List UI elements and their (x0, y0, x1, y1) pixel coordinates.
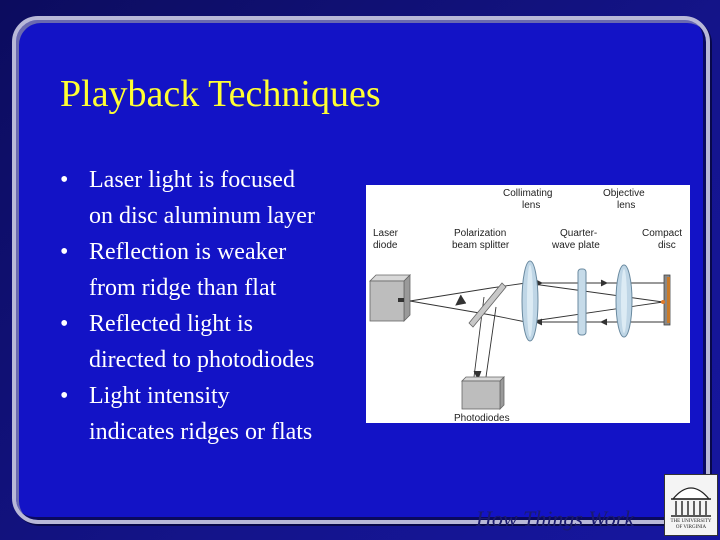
bullet-list: • Laser light is focused on disc aluminu… (60, 162, 360, 450)
label-quarter-line1: Quarter- (560, 228, 597, 239)
bullet-text-line: indicates ridges or flats (89, 419, 313, 445)
bullet-glyph: • (60, 383, 69, 409)
label-compact-line2: disc (658, 240, 676, 251)
bullet-text-line: directed to photodiodes (89, 347, 315, 373)
optics-diagram-svg: Collimating lens Objective lens Laser di… (369, 188, 682, 423)
logo-text-line: OF VIRGINIA (675, 525, 707, 530)
photodiodes-block (461, 376, 505, 410)
bullet-text-line: from ridge than flat (89, 275, 277, 301)
bullet-glyph: • (60, 239, 69, 265)
bullet-item: • Reflected light is directed to photodi… (60, 306, 360, 378)
label-polarization-line1: Polarization (454, 228, 506, 239)
label-collimating-line1: Collimating (503, 188, 552, 199)
bullet-text-line: Reflection is weaker (89, 239, 287, 265)
beam-splitter (468, 282, 507, 328)
label-laser-line2: diode (373, 240, 398, 251)
footer-brand: How Things Work (476, 506, 635, 531)
label-quarter-line2: wave plate (551, 240, 600, 251)
bullet-text-line: Light intensity (89, 383, 230, 409)
label-photodiodes: Photodiodes (454, 413, 510, 423)
label-collimating-line2: lens (522, 200, 540, 211)
collimating-lens (521, 260, 539, 342)
label-laser-line1: Laser (373, 228, 399, 239)
rotunda-icon (671, 487, 711, 517)
bullet-text-line: Reflected light is (89, 311, 253, 337)
objective-lens (615, 264, 633, 338)
logo-text-line: THE UNIVERSITY (670, 519, 712, 524)
optics-diagram: Collimating lens Objective lens Laser di… (366, 185, 690, 423)
laser-diode (369, 274, 411, 322)
bullet-text-line: on disc aluminum layer (89, 203, 315, 229)
compact-disc (661, 274, 671, 326)
bullet-glyph: • (60, 167, 69, 193)
slide-title: Playback Techniques (60, 73, 381, 115)
bullet-glyph: • (60, 311, 69, 337)
label-compact-line1: Compact (642, 228, 682, 239)
label-objective-line2: lens (617, 200, 635, 211)
university-logo: THE UNIVERSITY OF VIRGINIA (664, 474, 718, 536)
bullet-text-line: Laser light is focused (89, 167, 295, 193)
logo-caption: THE UNIVERSITY OF VIRGINIA (667, 519, 715, 531)
quarter-wave-plate (577, 268, 587, 336)
label-polarization-line2: beam splitter (452, 240, 510, 251)
bullet-item: • Light intensity indicates ridges or fl… (60, 378, 360, 450)
bullet-item: • Reflection is weaker from ridge than f… (60, 234, 360, 306)
bullet-item: • Laser light is focused on disc aluminu… (60, 162, 360, 234)
label-objective-line1: Objective (603, 188, 645, 199)
